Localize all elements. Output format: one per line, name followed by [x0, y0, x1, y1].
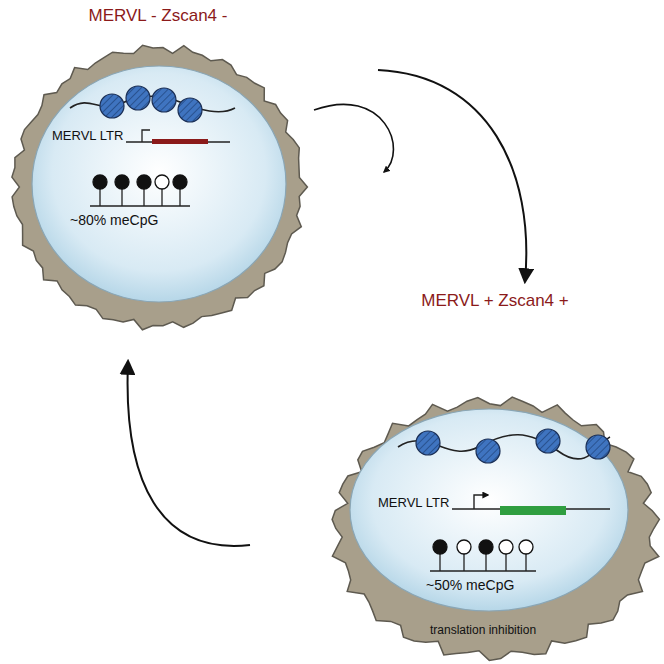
- nucleus-outline: [30, 64, 288, 304]
- methylation-label: ~80% meCpG: [70, 212, 158, 228]
- note-label: translation inhibition: [430, 623, 536, 637]
- cell-body: MERVL - Zscan4 -MERVL LTR~80% meCpG: [8, 42, 308, 332]
- methylation-label: ~50% meCpG: [426, 577, 514, 593]
- transition-arrow: [378, 70, 526, 281]
- ltr-label: MERVL LTR: [52, 128, 123, 143]
- cell-body: MERVL + Zscan4 +translation inhibitionME…: [330, 395, 660, 662]
- nucleus: MERVL LTR ~50% meCpG: [348, 407, 630, 613]
- state-heading: MERVL - Zscan4 -: [8, 6, 308, 26]
- transition-arrow: [314, 104, 393, 172]
- transition-arrow: [128, 362, 250, 546]
- state-heading: MERVL + Zscan4 +: [330, 291, 660, 311]
- ltr-label: MERVL LTR: [378, 495, 449, 510]
- nucleus: MERVL LTR ~80% meCpG: [30, 64, 288, 304]
